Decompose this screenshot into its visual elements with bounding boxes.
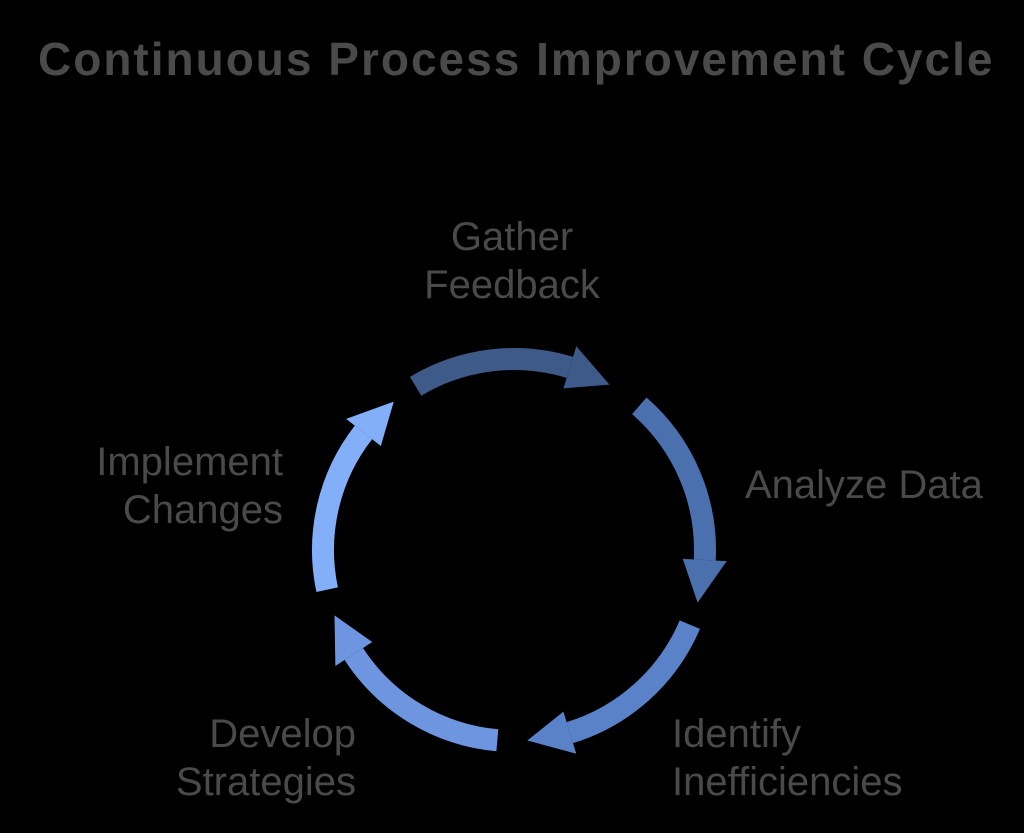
step-label-line: Feedback bbox=[424, 263, 600, 307]
step-label-gather-feedback: Gather Feedback bbox=[424, 213, 600, 309]
step-label-line: Implement bbox=[96, 440, 283, 484]
step-label-analyze-data: Analyze Data bbox=[745, 461, 983, 509]
step-label-line: Inefficiencies bbox=[672, 760, 903, 804]
step-label-line: Strategies bbox=[175, 760, 356, 804]
step-label-line: Identify bbox=[672, 712, 801, 756]
step-label-line: Develop bbox=[209, 712, 356, 756]
cycle-arc-2 bbox=[631, 397, 716, 561]
step-label-line: Gather bbox=[450, 215, 574, 259]
diagram-title: Continuous Process Improvement Cycle bbox=[38, 33, 995, 85]
cycle-arc-1 bbox=[409, 348, 574, 396]
cycle-arrowhead-4 bbox=[334, 615, 373, 667]
step-label-develop-strategies: Develop Strategies bbox=[176, 710, 356, 806]
cycle-arrowhead-2 bbox=[682, 558, 727, 603]
cycle-arrowhead-3 bbox=[527, 711, 577, 754]
cycle-arrowhead-5 bbox=[346, 401, 394, 446]
cycle-arc-5 bbox=[312, 425, 373, 592]
cycle-arc-4 bbox=[344, 647, 499, 752]
step-label-line: Analyze Data bbox=[745, 463, 983, 507]
step-label-implement-changes: Implement Changes bbox=[96, 438, 283, 534]
step-label-identify-inefficiencies: Identify Inefficiencies bbox=[672, 710, 903, 806]
cycle-arrowhead-1 bbox=[563, 346, 610, 389]
cycle-arc-3 bbox=[566, 620, 700, 744]
step-label-line: Changes bbox=[122, 488, 283, 532]
